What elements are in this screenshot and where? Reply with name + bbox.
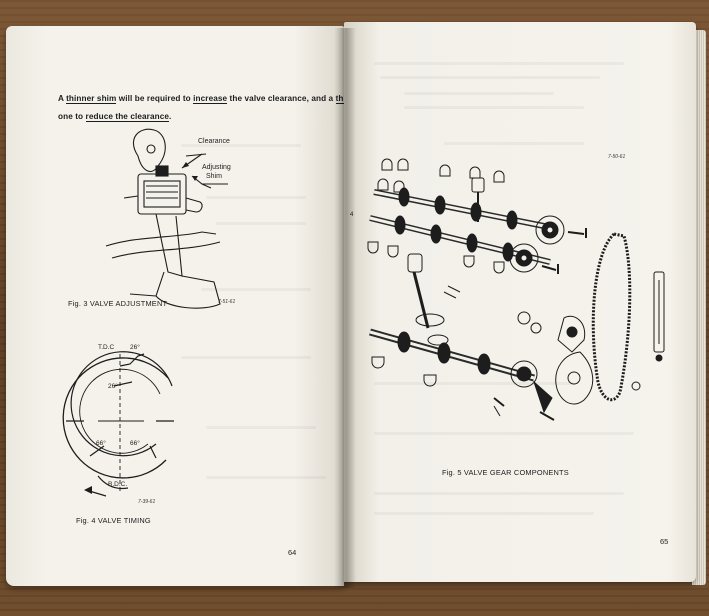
open-book: A thinner shim will be required to incre… (0, 18, 709, 593)
bleed-through (444, 142, 584, 145)
page-number-left: 64 (288, 548, 297, 557)
bleed-through (380, 76, 600, 79)
bleed-through (374, 512, 594, 515)
bleed-through (201, 288, 311, 291)
angle-top: 26° (130, 344, 140, 351)
fig5-valve-gear-exploded-drawing (367, 158, 665, 421)
fig5-code: 7-50-61 (608, 154, 626, 160)
fig3-valve-adjustment-drawing (105, 128, 228, 309)
bleed-through (374, 492, 624, 495)
fig5-callout: 4 (350, 212, 353, 218)
left-page: A thinner shim will be required to incre… (6, 26, 344, 586)
fig4-caption: Fig. 4 VALVE TIMING (76, 516, 151, 525)
bleed-through (404, 106, 584, 109)
bleed-through (374, 382, 574, 385)
bleed-through (181, 356, 311, 359)
bleed-through (181, 144, 301, 147)
bleed-through (206, 476, 326, 479)
right-page: 7-50-61 4 (344, 22, 696, 582)
bleed-through (206, 196, 306, 199)
bleed-through (216, 222, 306, 225)
intro-line-2: one to reduce the clearance. (58, 112, 172, 122)
angle-right: 66° (130, 440, 140, 447)
fig5-caption: Fig. 5 VALVE GEAR COMPONENTS (442, 468, 569, 477)
page-number-right: 65 (660, 537, 669, 546)
fig3-code: 7-51-61 (218, 299, 236, 305)
book-spine-gutter (334, 28, 356, 588)
intro-text: A thinner shim will be required to incre… (58, 90, 344, 126)
angle-left: 66° (96, 440, 106, 447)
bleed-through (404, 92, 554, 95)
fig3-caption: Fig. 3 VALVE ADJUSTMENT (68, 299, 168, 308)
label-tdc: T.D.C (98, 344, 115, 351)
label-shim: Shim (206, 173, 222, 180)
bleed-through (374, 432, 634, 435)
fig4-code: 7-39-61 (138, 499, 156, 505)
label-adjusting: Adjusting (202, 164, 231, 171)
bleed-through (374, 62, 624, 65)
intro-line-1: A thinner shim will be required to incre… (58, 90, 344, 108)
fig4-valve-timing-drawing (62, 351, 174, 497)
angle-inner: 26° (108, 383, 118, 390)
label-bdc: B.D.C. (108, 481, 128, 488)
label-clearance: Clearance (198, 138, 230, 145)
bleed-through (206, 426, 316, 429)
